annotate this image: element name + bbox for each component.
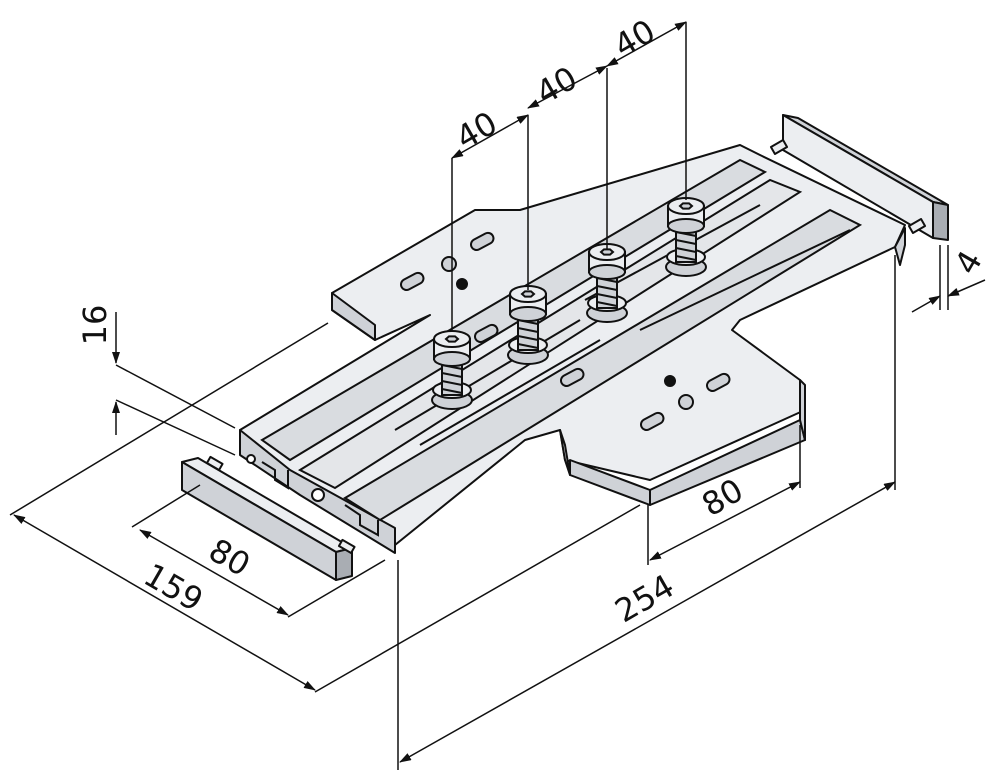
hex-socket-icon <box>520 290 536 298</box>
hex-socket-icon <box>444 335 460 343</box>
dim-label-40-a: 40 <box>449 104 503 157</box>
dim-label-16: 16 <box>76 305 114 346</box>
socket-screw <box>431 330 473 410</box>
socket-screw <box>586 243 628 323</box>
socket-screws <box>431 197 707 410</box>
end-cap-back <box>769 114 949 241</box>
slot-hole <box>469 231 495 251</box>
socket-screw <box>507 285 549 365</box>
round-hole <box>664 375 676 387</box>
plate-left-step <box>331 292 376 341</box>
plate-back-side <box>894 227 906 266</box>
slot-hole <box>559 367 585 387</box>
dim-label-4: 4 <box>947 244 990 281</box>
dim-line-254 <box>399 481 896 763</box>
slot-hole <box>399 271 425 291</box>
dimension-lines <box>9 21 986 770</box>
hex-socket-icon <box>678 202 694 210</box>
dim-line-40-c <box>606 21 687 67</box>
round-hole <box>441 256 457 272</box>
plate-holes <box>399 231 731 431</box>
profile-end-details <box>246 454 379 537</box>
dim-line-4-right <box>947 279 986 297</box>
dim-line-4-left <box>911 295 941 313</box>
hex-socket-icon <box>599 248 615 256</box>
dim-label-159: 159 <box>138 556 210 619</box>
cap-pin <box>337 538 356 554</box>
plate-arm-end <box>799 379 806 441</box>
cap-pin <box>907 218 927 234</box>
dim-line-80-cap <box>139 529 289 616</box>
dim-label-40-b: 40 <box>529 59 583 112</box>
dim-line-40-a <box>451 114 529 159</box>
round-hole <box>678 394 694 410</box>
cross-plate <box>239 144 906 554</box>
dim-label-254: 254 <box>609 567 681 630</box>
plate-front-notch <box>559 429 571 476</box>
slot-hole <box>705 372 731 392</box>
slot-hole <box>639 411 665 431</box>
slot-hole <box>473 323 499 343</box>
dim-label-80-cap: 80 <box>202 531 256 584</box>
cap-pin <box>769 139 789 155</box>
profile-hole-left <box>246 454 256 464</box>
profile-hole-center <box>311 488 325 502</box>
cap-pin <box>205 455 224 471</box>
dim-label-40-c: 40 <box>607 12 661 65</box>
round-hole <box>456 278 468 290</box>
socket-screw <box>665 197 707 277</box>
dim-line-40-b <box>527 65 608 109</box>
